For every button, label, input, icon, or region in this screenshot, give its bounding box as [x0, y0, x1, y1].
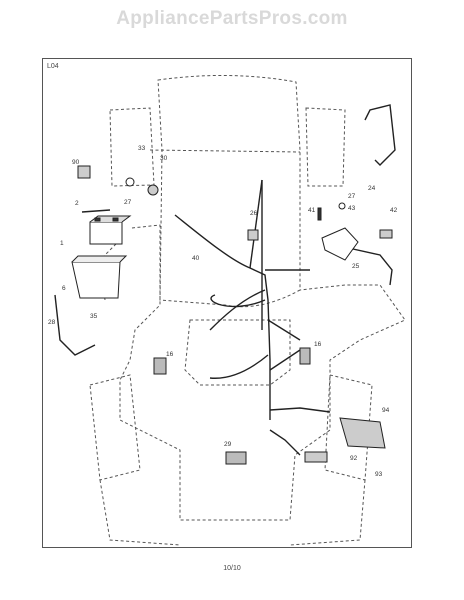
plug-30 [147, 184, 159, 196]
callout-24: 24 [368, 185, 376, 192]
connector-26 [247, 229, 259, 241]
frame-body [119, 224, 406, 521]
cross-bar [149, 149, 301, 153]
cable-24 [364, 104, 396, 166]
watermark-logo: AppliancePartsPros.com [116, 8, 348, 29]
harness-branch-e [267, 319, 301, 341]
callout-26: 26 [250, 210, 258, 217]
callout-16a: 16 [166, 351, 174, 358]
rear-deck-left [99, 479, 181, 546]
switch-42 [379, 229, 393, 239]
wire-harness [54, 104, 396, 456]
callout-28: 28 [48, 319, 56, 326]
callout-27a: 27 [124, 199, 132, 206]
battery [89, 215, 132, 245]
diagram-frame [42, 58, 412, 548]
callout-35: 35 [90, 313, 98, 320]
callout-94: 94 [382, 407, 390, 414]
callout-27b: 27 [348, 193, 356, 200]
callout-6: 6 [62, 285, 66, 292]
front-right-wheel [305, 107, 346, 187]
harness-branch-c [209, 289, 266, 331]
harness-main [174, 214, 271, 420]
callout-2: 2 [75, 200, 79, 207]
harness-branch-i [269, 429, 301, 456]
diagram-code: L04 [47, 63, 59, 70]
callout-labels: 90 33 30 27 2 1 26 41 27 43 42 24 40 25 … [48, 145, 398, 478]
bolt-41 [317, 207, 322, 221]
callout-92: 92 [350, 455, 358, 462]
harness-branch-a [249, 179, 263, 269]
nut-27 [338, 202, 346, 210]
components [71, 165, 393, 465]
switch-92 [304, 451, 328, 463]
callout-29: 29 [224, 441, 232, 448]
cable-28 [54, 294, 96, 356]
harness-branch-d [210, 294, 266, 308]
harness-branch-f [209, 354, 269, 379]
relay-16-left [153, 357, 167, 375]
switch-29 [225, 451, 247, 465]
seat-outline [184, 319, 291, 386]
callout-90: 90 [72, 159, 80, 166]
callout-16b: 16 [314, 341, 322, 348]
plug-33 [125, 177, 135, 187]
callout-42: 42 [390, 207, 398, 214]
harness-branch-g [269, 349, 301, 371]
page-number: 10/10 [223, 565, 241, 572]
hood-outline [157, 74, 301, 308]
callout-25: 25 [352, 263, 360, 270]
callout-1: 1 [60, 240, 64, 247]
cable-25 [334, 244, 393, 286]
rear-left-wheel [89, 374, 141, 481]
front-left-wheel [109, 107, 155, 187]
callout-43: 43 [348, 205, 356, 212]
ignition-94 [339, 417, 386, 449]
callout-30: 30 [160, 155, 168, 162]
callout-41: 41 [308, 207, 316, 214]
rear-deck-right [289, 479, 366, 546]
relay-16-right [299, 347, 311, 365]
harness-branch-h [269, 407, 331, 413]
callout-33: 33 [138, 145, 146, 152]
callout-93: 93 [375, 471, 383, 478]
solenoid [77, 165, 91, 179]
bracket-43 [321, 227, 359, 261]
battery-tray [71, 255, 128, 299]
callout-40: 40 [192, 255, 200, 262]
lead-2 [81, 209, 111, 213]
